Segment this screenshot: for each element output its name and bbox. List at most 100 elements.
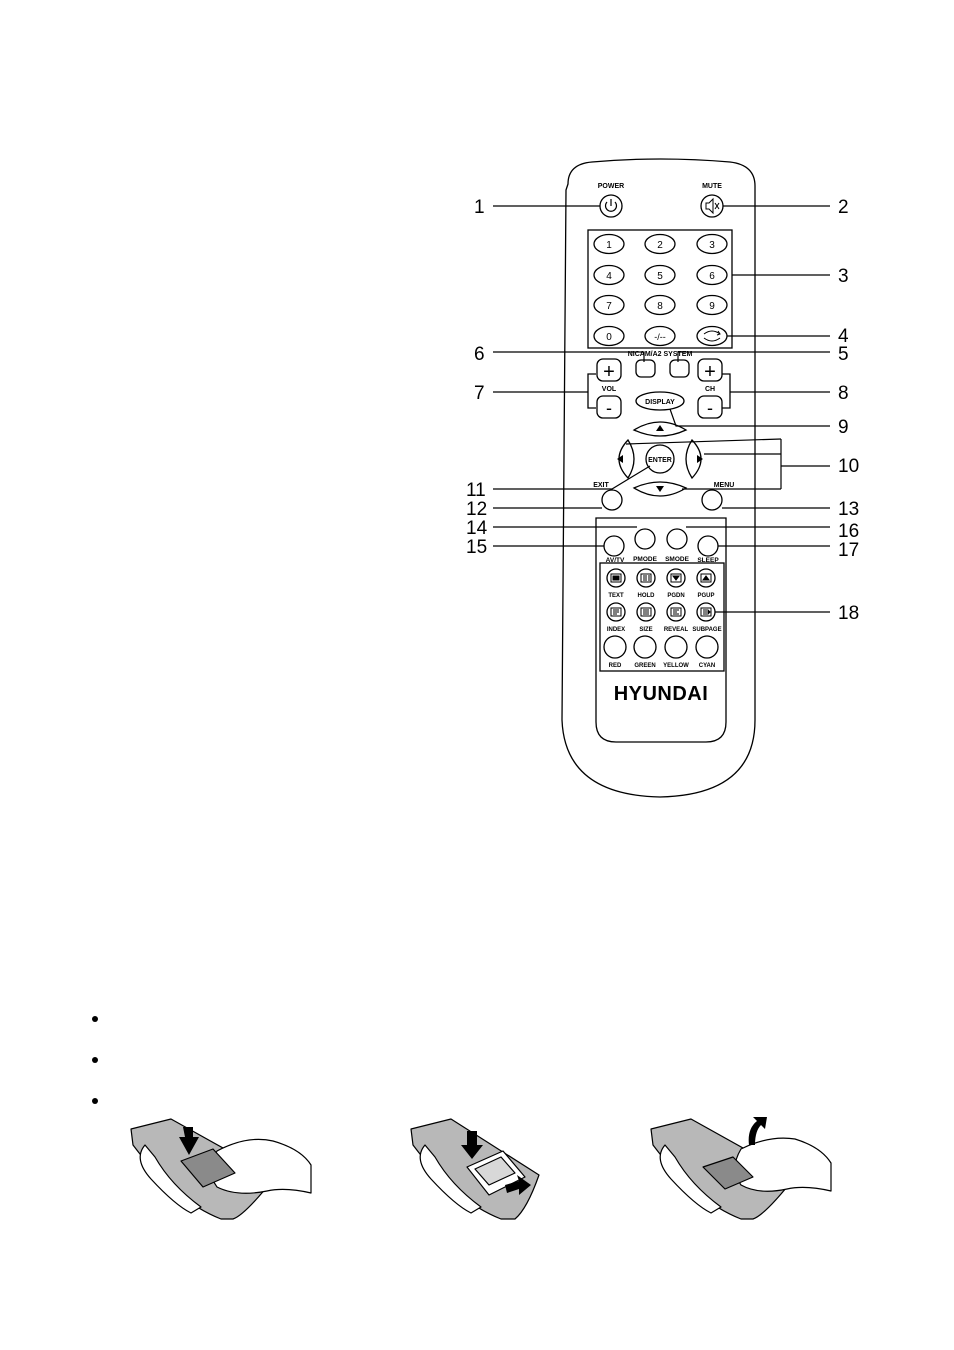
avtv-button[interactable]: [603, 535, 625, 557]
key-8[interactable]: [644, 294, 676, 316]
callout-7: 7: [474, 383, 485, 404]
green-button[interactable]: [633, 635, 657, 659]
battery-cover: [180, 1148, 236, 1188]
cyan-button[interactable]: [695, 635, 719, 659]
teletext-box: [599, 562, 725, 672]
key-4-label: 4: [606, 271, 612, 282]
right-arrow-button[interactable]: [685, 438, 702, 480]
key-4[interactable]: [593, 264, 625, 286]
callout-14: 14: [466, 518, 488, 539]
left-hand: [139, 1144, 202, 1214]
text-icon: [610, 573, 622, 583]
key-5-label: 5: [657, 271, 663, 282]
smode-label: SMODE: [665, 556, 690, 563]
callout-1: 1: [474, 197, 485, 218]
key-8-label: 8: [657, 301, 663, 312]
illustration-insert-batteries: [405, 1115, 595, 1225]
index-icon: [610, 607, 622, 617]
callout-9: 9: [838, 417, 849, 438]
key-3[interactable]: [696, 233, 728, 255]
mute-label: MUTE: [702, 183, 722, 190]
callout-6: 6: [474, 344, 485, 365]
key-1-label: 1: [606, 240, 612, 251]
bullet-3: [92, 1098, 98, 1104]
power-label: POWER: [598, 183, 624, 190]
key-6[interactable]: [696, 264, 728, 286]
key-2-label: 2: [657, 240, 663, 251]
a2-system-button[interactable]: [669, 359, 690, 378]
key-0-label: 0: [606, 332, 612, 343]
size-label: SIZE: [639, 627, 652, 633]
smode-button[interactable]: [666, 528, 688, 550]
callout-4: 4: [838, 326, 849, 347]
brand-logo: HYUNDAI: [614, 683, 709, 705]
ch-down-label: -: [707, 398, 713, 418]
yellow-button[interactable]: [664, 635, 688, 659]
red-label: RED: [609, 663, 622, 669]
left-arrow-button[interactable]: [618, 438, 635, 480]
left-hand: [419, 1144, 482, 1214]
ch-up-button[interactable]: [697, 358, 723, 382]
page-down-icon: [670, 573, 682, 583]
avtv-label: AV/TV: [606, 557, 625, 564]
callout-11: 11: [466, 480, 486, 501]
reveal-label: REVEAL: [664, 627, 689, 633]
sleep-label: SLEEP: [697, 557, 719, 564]
key-digit-mode-label: -/--: [654, 332, 666, 342]
index-label: INDEX: [607, 627, 625, 633]
callout-18: 18: [838, 603, 859, 624]
remote-outline: [561, 158, 756, 798]
vol-label: VOL: [602, 386, 617, 393]
callout-2: 2: [838, 197, 849, 218]
hold-icon: [640, 573, 652, 583]
vol-down-label: -: [606, 398, 612, 418]
ch-down-button[interactable]: [697, 395, 723, 419]
ch-up-label: +: [704, 361, 716, 383]
callout-8: 8: [838, 383, 849, 404]
vol-up-button[interactable]: [596, 358, 622, 382]
pgup-label: PGUP: [697, 593, 714, 599]
pmode-label: PMODE: [633, 556, 658, 563]
page-up-icon: [700, 573, 712, 583]
enter-label: ENTER: [648, 457, 672, 464]
cyan-label: CYAN: [699, 663, 715, 669]
key-2[interactable]: [644, 233, 676, 255]
keypad-box: [587, 229, 733, 349]
key-6-label: 6: [709, 271, 715, 282]
subpage-label: SUBPAGE: [692, 627, 721, 633]
battery: [474, 1156, 516, 1186]
key-0[interactable]: [593, 325, 625, 347]
pmode-button[interactable]: [634, 528, 656, 550]
key-7-label: 7: [606, 301, 612, 312]
menu-label: MENU: [714, 482, 735, 489]
key-9-label: 9: [709, 301, 715, 312]
speaker-muted-icon: [705, 197, 720, 215]
display-button[interactable]: [635, 391, 685, 411]
key-5[interactable]: [644, 264, 676, 286]
recall-button[interactable]: [696, 325, 728, 347]
nicam-button[interactable]: [635, 359, 656, 378]
key-7[interactable]: [593, 294, 625, 316]
right-hand: [210, 1138, 312, 1194]
vol-up-label: +: [603, 361, 615, 383]
key-digit-mode[interactable]: [644, 325, 676, 347]
menu-button[interactable]: [701, 489, 723, 511]
red-button[interactable]: [603, 635, 627, 659]
up-triangle-icon: [656, 425, 664, 431]
callout-3: 3: [838, 266, 849, 287]
yellow-label: YELLOW: [663, 663, 689, 669]
key-1[interactable]: [593, 233, 625, 255]
vol-down-button[interactable]: [596, 395, 622, 419]
pgdn-label: PGDN: [667, 593, 684, 599]
key-9[interactable]: [696, 294, 728, 316]
mute-button[interactable]: [700, 194, 724, 218]
lower-panel: [595, 517, 727, 743]
exit-button[interactable]: [601, 489, 623, 511]
callout-17: 17: [838, 540, 859, 561]
up-arrow-icon: [179, 1127, 199, 1155]
sleep-button[interactable]: [697, 535, 719, 557]
key-3-label: 3: [709, 240, 715, 251]
enter-button[interactable]: [645, 444, 675, 474]
right-triangle-icon: [697, 455, 703, 463]
size-icon: [640, 607, 652, 617]
